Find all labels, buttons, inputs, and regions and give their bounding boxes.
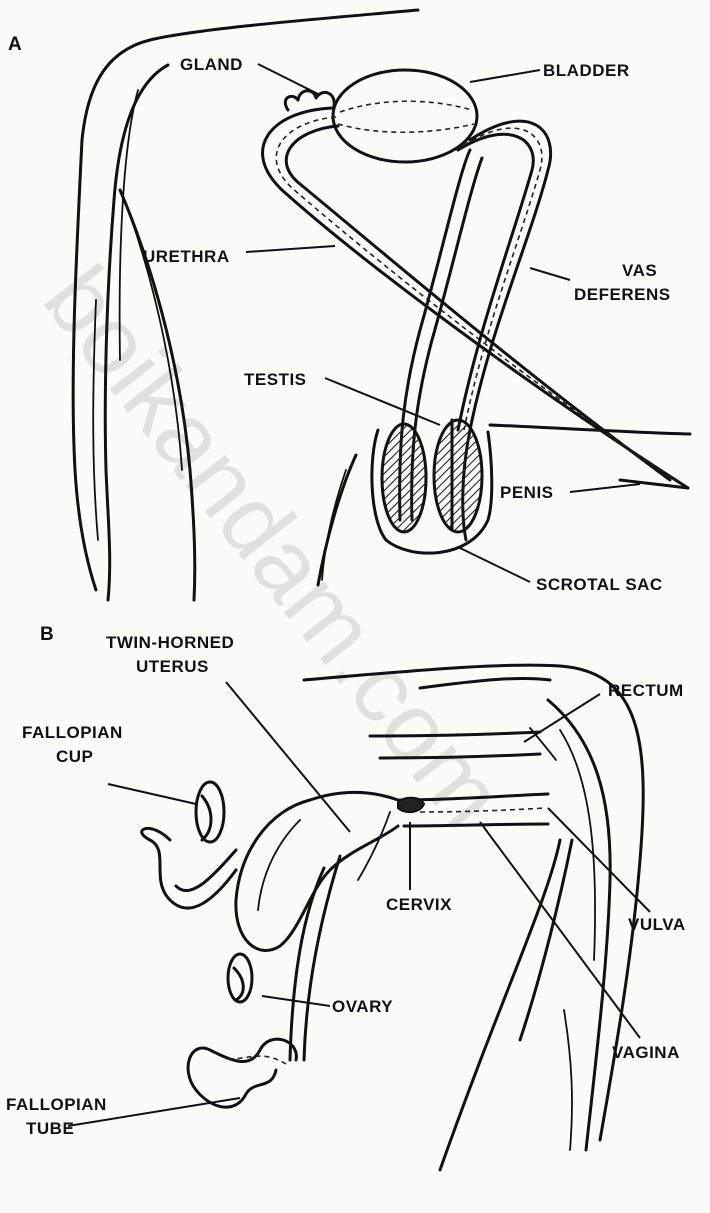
label-vagina: VAGINA xyxy=(612,1043,680,1062)
panel-a-letter: A xyxy=(8,34,22,55)
label-cervix: CERVIX xyxy=(386,895,452,914)
label-uterus-2: UTERUS xyxy=(136,657,209,676)
label-fallopian-tube-1: FALLOPIAN xyxy=(6,1095,107,1114)
label-vas-deferens-2: DEFERENS xyxy=(574,285,671,304)
ovary xyxy=(228,954,252,1002)
label-gland: GLAND xyxy=(180,55,243,74)
fallopian-cup xyxy=(142,782,236,908)
fallopian-tube xyxy=(188,1039,296,1107)
leaders-b xyxy=(68,682,650,1126)
uterus xyxy=(236,793,398,1061)
cervix xyxy=(398,798,424,812)
label-ovary: OVARY xyxy=(332,997,393,1016)
label-testis: TESTIS xyxy=(244,370,307,389)
scrotal-sac xyxy=(318,425,690,585)
label-urethra: URETHRA xyxy=(143,247,230,266)
testis-right xyxy=(434,420,482,532)
bladder xyxy=(333,70,477,162)
label-penis: PENIS xyxy=(500,483,554,502)
panel-b-letter: B xyxy=(40,624,54,645)
label-fallopian-cup-2: CUP xyxy=(56,747,93,766)
label-rectum: RECTUM xyxy=(608,681,684,700)
label-fallopian-cup-1: FALLOPIAN xyxy=(22,723,123,742)
label-fallopian-tube-2: TUBE xyxy=(26,1119,74,1138)
label-vas-deferens-1: VAS xyxy=(622,261,657,280)
testis-left xyxy=(382,424,426,532)
testes xyxy=(382,420,482,532)
label-vulva: VULVA xyxy=(628,915,686,934)
label-bladder: BLADDER xyxy=(543,61,630,80)
label-uterus-1: TWIN-HORNED xyxy=(106,633,234,652)
label-scrotal-sac: SCROTAL SAC xyxy=(536,575,663,594)
